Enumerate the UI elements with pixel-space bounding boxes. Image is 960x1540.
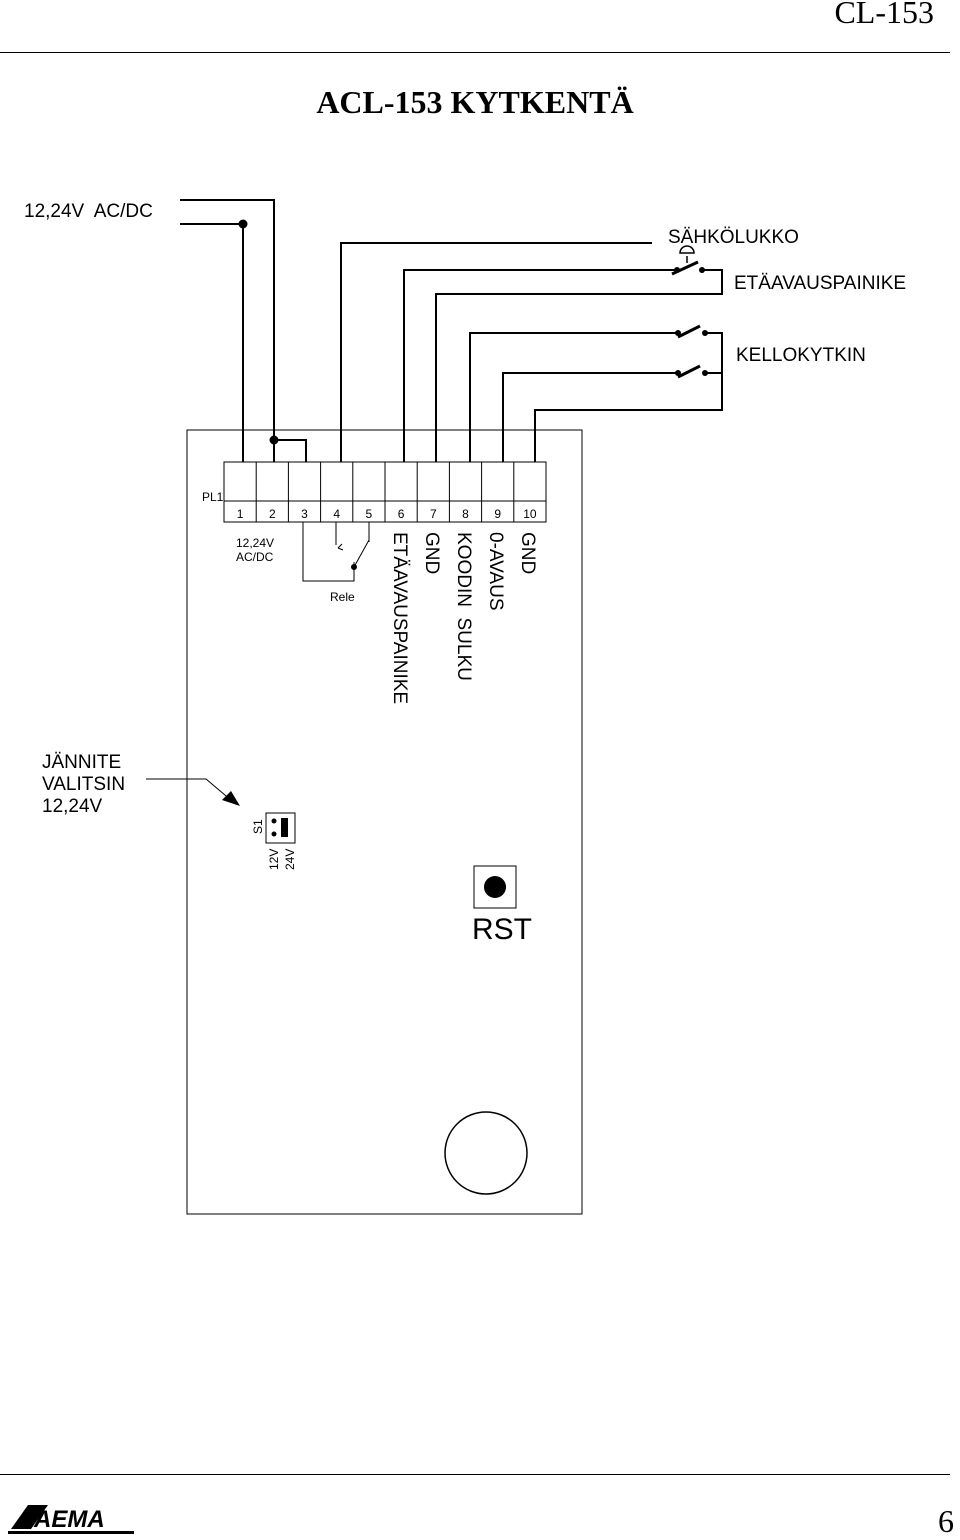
page-title: ACL-153 KYTKENTÄ — [316, 84, 634, 120]
header-product-code: CL-153 — [834, 0, 934, 30]
function-label-remote-button: ETÄAVAUSPAINIKE — [389, 532, 410, 704]
voltage-selector-label: 12,24V — [42, 796, 103, 817]
function-label-gnd: GND — [421, 532, 442, 574]
jumper-label: S1 — [251, 819, 265, 834]
company-logo: AEMA — [8, 1505, 134, 1534]
voltage-selector-label: JÄNNITE — [42, 752, 121, 773]
lock-wire-1 — [340, 242, 652, 462]
supply-label: 12,24V AC/DC — [24, 201, 153, 222]
terminal-function-labels: ETÄAVAUSPAINIKE GND KOODIN SULKU 0-AVAUS… — [389, 532, 538, 704]
lock-label: SÄHKÖLUKKO — [668, 227, 799, 248]
relay-contact-dot — [351, 564, 357, 570]
controller-board — [186, 429, 583, 1215]
terminal-block: 1 2 3 4 5 6 7 8 9 10 — [223, 461, 547, 523]
logo-text: AEMA — [33, 1506, 105, 1533]
terminal-number: 9 — [494, 507, 501, 521]
terminal-number: 3 — [301, 507, 308, 521]
jumper-pin — [271, 831, 277, 837]
connector-label: PL1 — [202, 490, 224, 504]
reset-button — [484, 876, 506, 898]
voltage-jumper — [265, 812, 296, 844]
lock-wire-2 — [403, 269, 677, 462]
terminal-number: 5 — [366, 507, 373, 521]
terminal-number: 8 — [462, 507, 469, 521]
reset-button-frame — [473, 865, 517, 909]
supply-bridge-wire — [274, 439, 307, 462]
contact-dot — [699, 267, 705, 273]
footer-divider — [0, 1474, 950, 1475]
contact-dot — [674, 267, 680, 273]
reset-label: RST — [472, 913, 532, 946]
relay-contact-blade — [353, 539, 370, 568]
pointer-arrow-line — [146, 778, 233, 802]
relay-contact-arrow — [337, 543, 344, 551]
contact-dot — [702, 330, 708, 336]
clock-switch-label: KELLOKYTKIN — [736, 345, 866, 366]
terminal-number: 1 — [237, 507, 244, 521]
relay-wire — [302, 522, 355, 582]
lock-symbol — [671, 245, 705, 276]
switch-blade — [677, 364, 701, 379]
jumper-option-24v: 24V — [283, 849, 297, 870]
junction-dot — [238, 219, 248, 229]
logo-mark — [11, 1505, 48, 1529]
function-label-code-lock: KOODIN SULKU — [453, 532, 474, 681]
clock-wire-2 — [502, 372, 678, 462]
relay-label: Rele — [330, 590, 355, 604]
remote-button-label: ETÄAVAUSPAINIKE — [734, 273, 906, 294]
terminal-number: 7 — [430, 507, 437, 521]
clock-wire-1 — [469, 332, 678, 462]
junction-dots — [238, 219, 279, 445]
function-label-zero-open: 0-AVAUS — [485, 532, 506, 611]
supply-terminal-label: 12,24V — [236, 536, 274, 550]
junction-dot — [269, 435, 279, 445]
supply-wire-top — [180, 199, 275, 462]
clock-common-wire — [534, 332, 723, 462]
remote-button-wire — [435, 269, 723, 462]
header-divider — [0, 52, 950, 53]
contact-dot — [702, 370, 708, 376]
terminal-number: 10 — [523, 507, 537, 521]
page-number: 6 — [938, 1503, 954, 1539]
relay-symbol — [302, 522, 370, 582]
terminal-number: 6 — [398, 507, 405, 521]
external-wires — [180, 199, 723, 462]
function-label-gnd-2: GND — [517, 532, 538, 574]
jumper-option-12v: 12V — [267, 849, 281, 870]
contact-dot — [675, 330, 681, 336]
pointer-arrow-head — [222, 791, 240, 806]
clock-switch-contacts — [675, 324, 708, 379]
contact-dot — [675, 370, 681, 376]
supply-wire-bottom — [180, 223, 244, 462]
voltage-selector-label: VALITSIN — [42, 774, 125, 795]
jumper-cap — [281, 818, 288, 837]
buzzer-circle — [444, 1111, 528, 1195]
terminal-number: 2 — [269, 507, 276, 521]
logo-underline — [8, 1531, 134, 1534]
terminal-number: 4 — [333, 507, 340, 521]
supply-terminal-label: AC/DC — [236, 550, 274, 564]
switch-blade — [677, 324, 701, 339]
lock-bell-icon — [679, 245, 695, 254]
jumper-pin — [271, 818, 277, 824]
jumper-outline — [265, 812, 296, 844]
